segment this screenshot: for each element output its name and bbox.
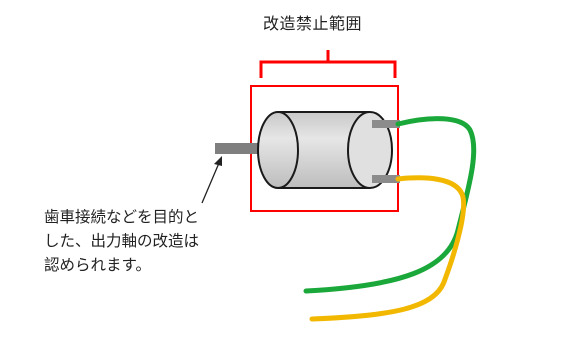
restricted-area-label: 改造禁止範囲: [263, 14, 363, 33]
output-shaft: [215, 143, 263, 154]
green-wire: [303, 116, 477, 294]
note-line: 歯車接続などを目的と: [44, 208, 200, 226]
motor-body: [257, 111, 393, 189]
restricted-area-bracket: [259, 50, 397, 78]
yellow-wire: [309, 175, 467, 322]
motor-terminal-bottom: [372, 175, 400, 183]
modification-note: 歯車接続などを目的と した、出力軸の改造は 認められます。: [44, 205, 199, 277]
pointer-arrow: [201, 156, 222, 204]
note-line: 認められます。: [44, 256, 151, 274]
note-line: した、出力軸の改造は: [44, 232, 200, 250]
motor-terminal-top: [372, 120, 400, 128]
